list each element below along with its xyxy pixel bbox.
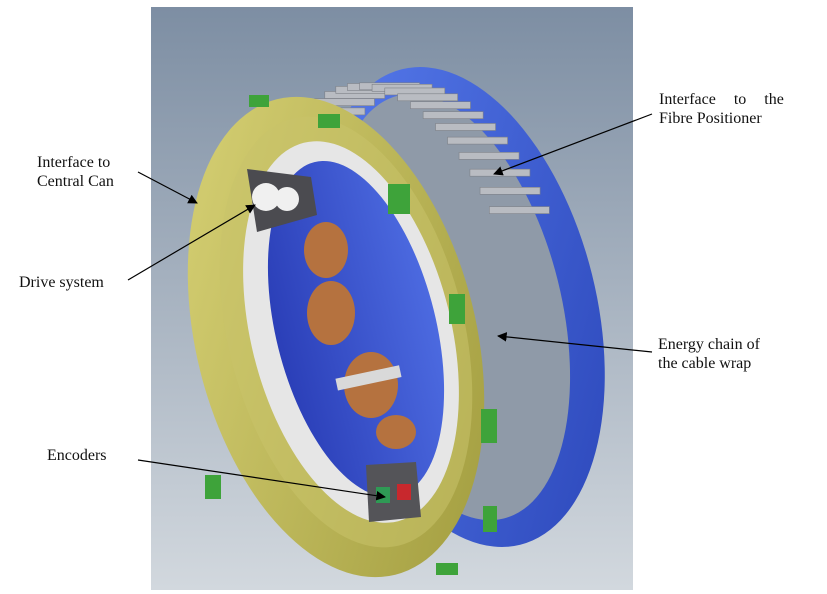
clips — [205, 95, 497, 575]
label-interface-fibre-line2: Fibre Positioner — [659, 110, 762, 127]
label-interface-fibre-line1: Interface to the — [659, 91, 784, 108]
roller — [410, 101, 471, 110]
roller — [489, 206, 550, 214]
label-interface-can: Interface to Central Can — [37, 153, 114, 191]
roller — [447, 136, 508, 145]
drive-system-housing — [247, 169, 317, 232]
label-encoders: Encoders — [47, 447, 107, 464]
cable-wrap-render — [151, 7, 633, 590]
label-interface-can-line2: Central Can — [37, 173, 114, 190]
roller — [397, 93, 458, 102]
roller — [435, 123, 496, 131]
label-energy-chain-line2: the cable wrap — [658, 355, 752, 372]
label-energy-chain: Energy chain of the cable wrap — [658, 335, 760, 373]
leader-encoders — [137, 459, 386, 501]
leader-drive-system — [127, 204, 256, 281]
label-drive-system: Drive system — [19, 274, 104, 291]
roller — [458, 152, 520, 160]
leader-energy-chain — [497, 332, 653, 353]
leader-interface-can — [137, 171, 198, 204]
label-energy-chain-line1: Energy chain of — [658, 336, 760, 353]
label-interface-fibre: Interface to the Fibre Positioner — [659, 90, 803, 128]
label-interface-can-line1: Interface to — [37, 154, 111, 171]
roller — [479, 187, 541, 195]
leader-interface-fibre — [493, 113, 653, 176]
cross-bar — [335, 365, 402, 391]
roller — [422, 111, 484, 119]
